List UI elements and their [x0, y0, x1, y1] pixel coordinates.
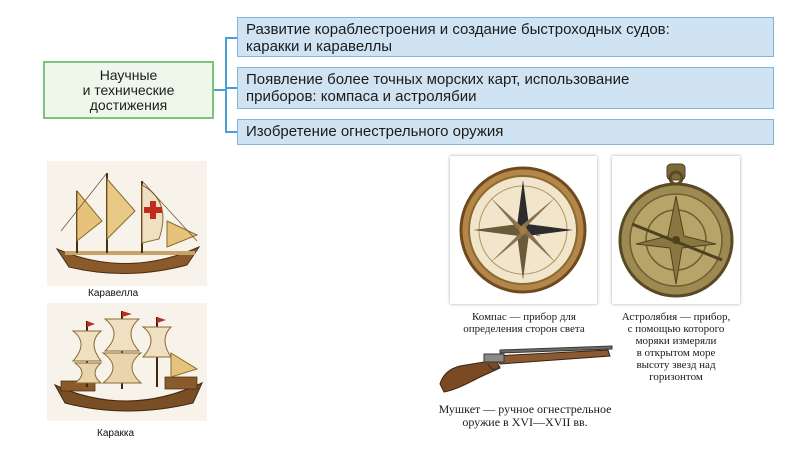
caravel-illustration	[47, 161, 207, 286]
connector-item-2	[225, 87, 237, 89]
compass-photo-frame: E	[450, 156, 597, 304]
connector-horizontal-main	[214, 89, 226, 91]
achievement-text: Развитие кораблестроения и создание быст…	[246, 21, 670, 55]
main-topic-label: Научные и технические достижения	[82, 66, 175, 113]
compass-illustration: E	[459, 166, 587, 294]
connector-item-1	[225, 37, 237, 39]
carrack-caption: Каракка	[97, 428, 135, 439]
achievement-item-maps: Появление более точных морских карт, исп…	[237, 67, 774, 109]
svg-text:E: E	[536, 230, 540, 238]
compass-caption: Компас — прибор для определения сторон с…	[463, 311, 585, 335]
musket-illustration	[439, 345, 613, 393]
achievement-text: Появление более точных морских карт, исп…	[246, 71, 630, 105]
astrolabe-illustration	[618, 163, 734, 298]
achievement-item-firearms: Изобретение огнестрельного оружия	[237, 119, 774, 145]
connector-vertical	[225, 37, 227, 132]
carrack-illustration	[47, 303, 207, 421]
musket-caption: Мушкет — ручное огнестрельное оружие в X…	[438, 402, 612, 429]
achievement-text: Изобретение огнестрельного оружия	[246, 123, 504, 140]
connector-item-3	[225, 131, 237, 133]
astrolabe-photo-frame	[612, 156, 740, 304]
caravel-caption: Каравелла	[88, 288, 139, 299]
astrolabe-caption: Астролябия — прибор, с помощью которого …	[621, 311, 731, 383]
achievement-item-shipbuilding: Развитие кораблестроения и создание быст…	[237, 17, 774, 57]
main-topic-box: Научные и технические достижения	[43, 61, 214, 119]
